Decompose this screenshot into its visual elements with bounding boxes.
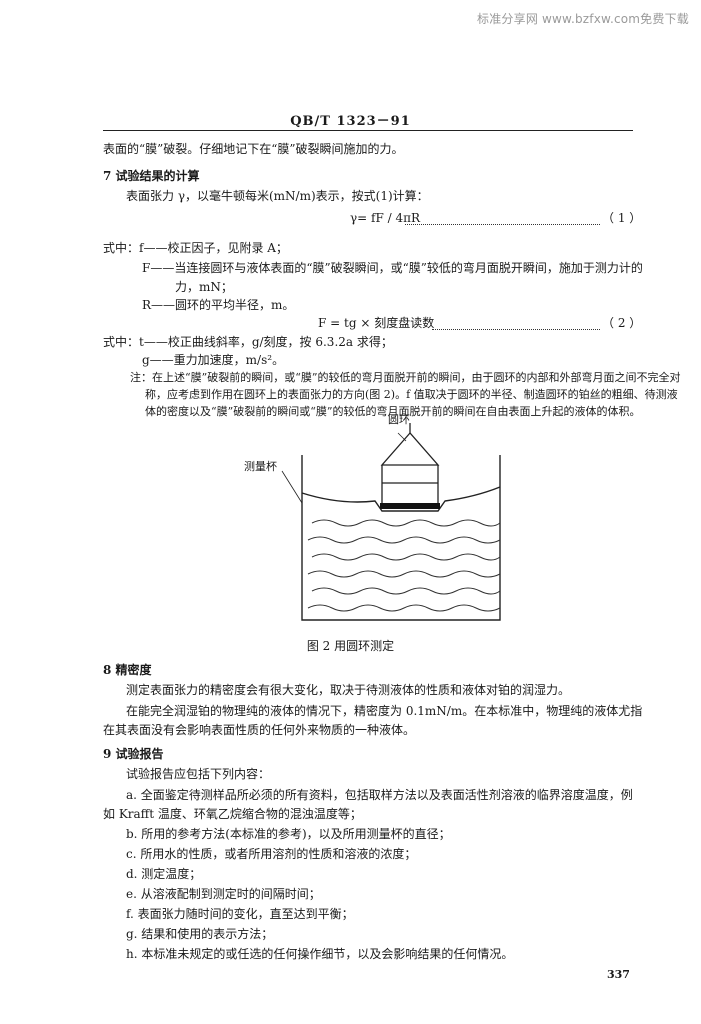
equation-2-leader (432, 319, 600, 330)
figure-2-diagram (281, 423, 501, 621)
section-8-line3: 在其表面没有会影响表面性质的任何外来物质的一种液体。 (103, 723, 416, 737)
continued-text: 表面的“膜”破裂。仔细地记下在“膜”破裂瞬间施加的力。 (103, 142, 404, 156)
report-item-c: c. 所用水的性质，或者所用溶剂的性质和溶液的浓度； (126, 847, 417, 861)
equation-1-number: （ 1 ） (602, 211, 642, 225)
where-t: 式中：t——校正曲线斜率，g/刻度，按 6.3.2a 求得； (103, 335, 393, 349)
report-item-f: f. 表面张力随时间的变化，直至达到平衡； (126, 907, 354, 921)
report-item-b: b. 所用的参考方法(本标准的参考)，以及所用测量杯的直径； (126, 827, 451, 841)
report-item-d: d. 测定温度； (126, 867, 202, 881)
equation-1: γ= fF / 4πR (350, 211, 421, 225)
where-F-line1: F——当连接圆环与液体表面的“膜”破裂瞬间，或“膜”较低的弯月面脱开瞬间，施加于… (142, 261, 643, 275)
header-rule (103, 130, 633, 131)
ring-leader (397, 432, 407, 442)
equation-2-number: （ 2 ） (602, 316, 642, 330)
section-9-heading: 9 试验报告 (103, 747, 164, 761)
report-item-h: h. 本标准未规定的或任选的任何操作细节，以及会影响结果的任何情况。 (126, 947, 514, 961)
equation-2: F = tg × 刻度盘读数 (318, 316, 435, 330)
where-R: R——圆环的平均半径，m。 (142, 298, 295, 312)
ring-assembly (380, 423, 440, 503)
liquid-waves (307, 519, 501, 612)
platinum-ring (380, 503, 440, 509)
cup-leader (281, 470, 303, 504)
figure-label-cup: 测量杯 (244, 460, 277, 473)
section-8-line1: 测定表面张力的精密度会有很大变化，取决于待测液体的性质和液体对铂的润湿力。 (126, 683, 571, 697)
report-item-e: e. 从溶液配制到测定时的间隔时间； (126, 887, 321, 901)
liquid-surface (301, 486, 501, 512)
watermark: 标准分享网 www.bzfxw.com免费下载 (477, 12, 689, 26)
section-7-paragraph: 表面张力 γ，以毫牛顿每米(mN/m)表示，按式(1)计算： (126, 189, 429, 203)
where-F-line2: 力，mN； (175, 280, 233, 294)
report-item-a-line2: 如 Krafft 温度、环氧乙烷缩合物的混浊温度等； (103, 807, 362, 821)
figure-caption: 图 2 用圆环测定 (306, 639, 395, 653)
note-line3: 体的密度以及“膜”破裂前的瞬间或“膜”的较低的弯月面脱开前的瞬间在自由表面上升起… (145, 405, 641, 418)
where-f: 式中：f——校正因子，见附录 A； (103, 241, 288, 255)
report-item-g: g. 结果和使用的表示方法； (126, 927, 274, 941)
document-number: QB/T 1323－91 (290, 114, 411, 129)
figure-label-ring: 圆环 (388, 413, 410, 426)
section-8-line2: 在能完全润湿铂的物理纯的液体的情况下，精密度为 0.1mN/m。在本标准中，物理… (126, 704, 643, 718)
section-8-heading: 8 精密度 (103, 663, 152, 677)
where-g: g——重力加速度，m/s²。 (142, 353, 285, 367)
section-7-heading: 7 试验结果的计算 (103, 169, 200, 183)
equation-1-leader (405, 214, 600, 225)
page-number: 337 (607, 968, 630, 981)
report-item-a-line1: a. 全面鉴定待测样品所必须的所有资料，包括取样方法以及表面活性剂溶液的临界溶度… (126, 788, 633, 802)
note-line1: 注：在上述“膜”破裂前的瞬间，或“膜”的较低的弯月面脱开前的瞬间，由于圆环的内部… (130, 371, 681, 384)
measuring-cup-outline (301, 455, 501, 621)
note-line2: 称，应考虑到作用在圆环上的表面张力的方向(图 2)。f 值取决于圆环的半径、制造… (145, 388, 678, 401)
section-9-intro: 试验报告应包括下列内容： (126, 767, 271, 781)
